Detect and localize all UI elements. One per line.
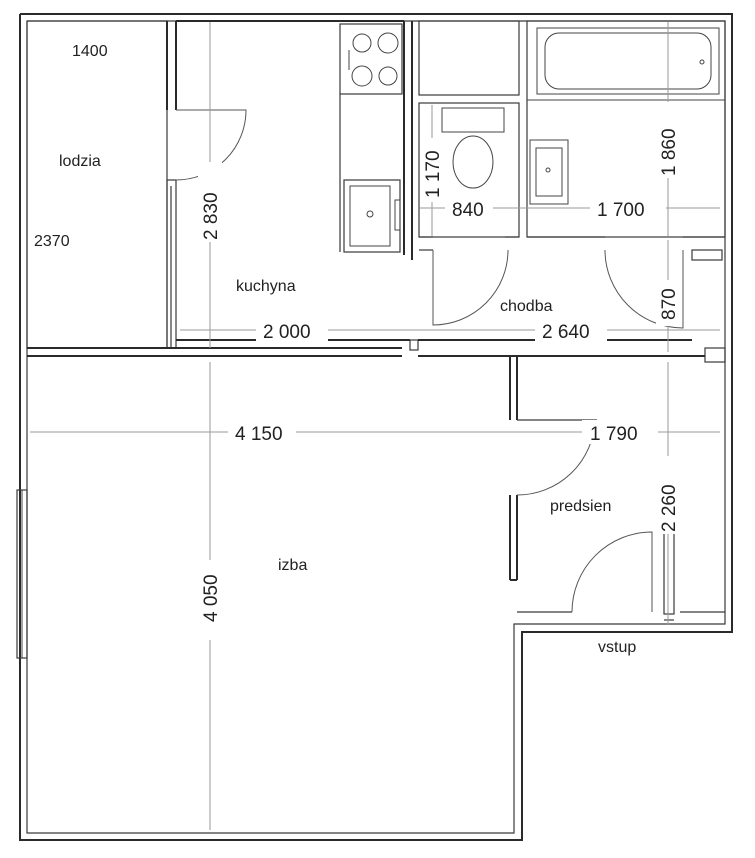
hall-walls [176,249,726,363]
dimension-hall-height: 870 [659,288,680,320]
room-label-predsien: predsien [550,498,611,515]
dimension-lodzia-width: 1400 [72,43,108,60]
bathroom-walls [526,20,726,238]
window-left [16,489,28,659]
dimension-bath-width: 1 700 [597,200,645,221]
dimension-lodzia-height: 2370 [34,233,70,250]
kitchen-walls [176,20,413,260]
dimension-room-height: 4 050 [201,574,222,622]
room-walls [27,347,725,613]
dimension-wc-width: 840 [452,200,484,221]
dimension-foyer-height: 2 260 [659,484,680,532]
storage-walls [418,20,520,96]
dimension-foyer-width: 1 790 [590,424,638,445]
room-label-izba: izba [278,557,307,574]
wc-walls [418,102,520,238]
dimension-kitchen-height: 2 830 [201,192,222,240]
dimension-bath-height: 1 860 [659,128,680,176]
room-label-chodba: chodba [500,298,553,315]
dimension-room-width: 4 150 [235,424,283,445]
room-label-vstup: vstup [598,639,636,656]
room-label-kuchyna: kuchyna [236,278,296,295]
room-label-lodzia: lodzia [59,153,101,170]
dimension-hall-width: 2 640 [542,322,590,343]
dimension-wc-height: 1 170 [423,150,444,198]
dimension-kitchen-width: 2 000 [263,322,311,343]
lodzia-walls [26,20,177,349]
